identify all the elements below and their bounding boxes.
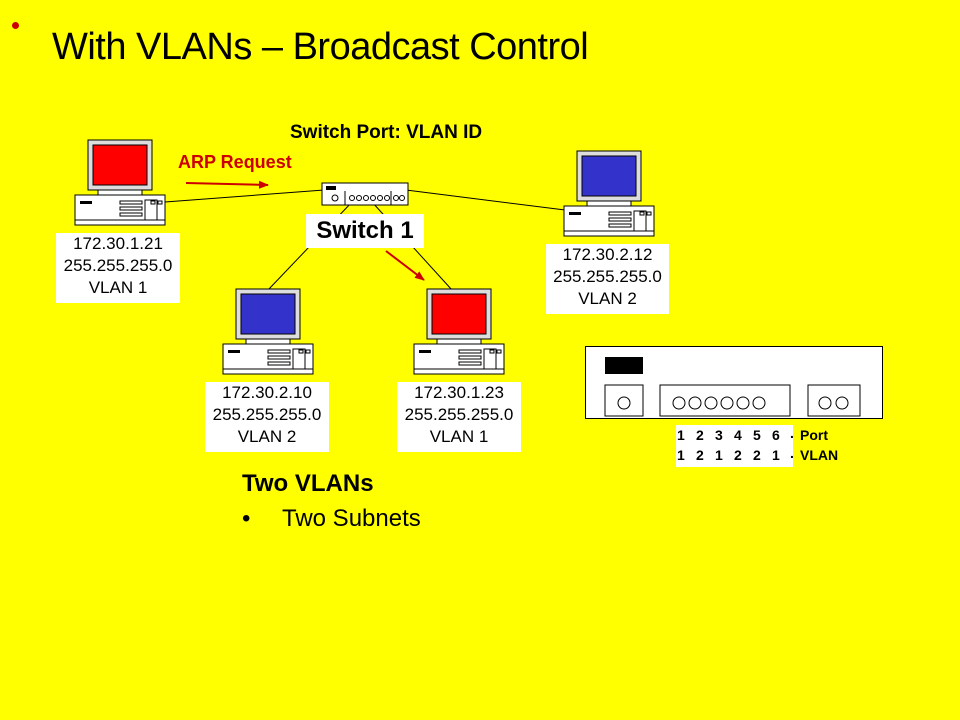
pc-host-2-screen: [581, 155, 637, 197]
port-vlan: 2: [753, 447, 761, 463]
cable-host1: [164, 189, 325, 203]
port-label: Port: [800, 427, 828, 443]
arp-request-label: ARP Request: [178, 152, 292, 172]
port-vlan-table: 1 2 3 4 5 6 1 2 1 2 2 1: [676, 425, 793, 467]
host-4-ip: 172.30.1.23: [414, 383, 504, 402]
port-number: 1: [677, 427, 685, 443]
host-3-info: 172.30.2.10 255.255.255.0 VLAN 2: [205, 382, 329, 452]
table-dot-vlan: .: [790, 445, 794, 461]
legend-item: • Two Subnets: [242, 505, 421, 533]
legend-bullet: •: [242, 505, 251, 532]
host-4-mask: 255.255.255.0: [404, 405, 514, 424]
pc-host-4-screen: [431, 293, 487, 335]
port-number: 3: [715, 427, 723, 443]
port-vlan: 2: [696, 447, 704, 463]
switch-label: Switch 1: [306, 214, 424, 248]
port-vlan: 2: [734, 447, 742, 463]
host-2-ip: 172.30.2.12: [562, 245, 653, 264]
port-number: 4: [734, 427, 742, 443]
host-2-info: 172.30.2.12 255.255.255.0 VLAN 2: [546, 244, 669, 314]
arp-arrow-1: [185, 180, 269, 189]
cable-host2: [405, 189, 566, 211]
table-dot-port: .: [790, 425, 794, 441]
arp-arrow-2: [385, 250, 425, 281]
port-vlan-labels: Port VLAN: [800, 425, 838, 465]
port-vlan-row: 1 2 1 2 2 1: [676, 445, 793, 465]
title-bullet: [12, 22, 19, 29]
host-1-vlan: VLAN 1: [88, 278, 148, 297]
host-3-vlan: VLAN 2: [237, 427, 297, 446]
host-3-ip: 172.30.2.10: [222, 383, 312, 402]
vlan-label: VLAN: [800, 447, 839, 463]
pc-host-3-screen: [240, 293, 296, 335]
slide-subtitle: Switch Port: VLAN ID: [290, 122, 483, 143]
legend-item-text: Two Subnets: [282, 505, 421, 532]
port-vlan: 1: [715, 447, 723, 463]
host-2-vlan: VLAN 2: [578, 289, 637, 308]
port-vlan: 1: [772, 447, 780, 463]
host-4-vlan: VLAN 1: [429, 427, 489, 446]
slide-title: With VLANs – Broadcast Control: [52, 26, 589, 68]
host-2-mask: 255.255.255.0: [553, 267, 662, 286]
port-number: 6: [772, 427, 780, 443]
port-vlan: 1: [677, 447, 685, 463]
host-1-ip: 172.30.1.21: [73, 234, 163, 253]
pc-host-1-screen: [92, 144, 148, 186]
port-number-row: 1 2 3 4 5 6: [676, 425, 793, 445]
host-1-mask: 255.255.255.0: [63, 256, 173, 275]
switch-front-panel: [585, 346, 883, 419]
switch-front-panel-graphic: [604, 357, 861, 417]
port-number: 2: [696, 427, 704, 443]
switch-1-device: [321, 182, 409, 206]
legend-heading: Two VLANs: [242, 470, 374, 497]
host-4-info: 172.30.1.23 255.255.255.0 VLAN 1: [397, 382, 521, 452]
host-1-info: 172.30.1.21 255.255.255.0 VLAN 1: [56, 233, 180, 303]
host-3-mask: 255.255.255.0: [212, 405, 322, 424]
port-number: 5: [753, 427, 761, 443]
